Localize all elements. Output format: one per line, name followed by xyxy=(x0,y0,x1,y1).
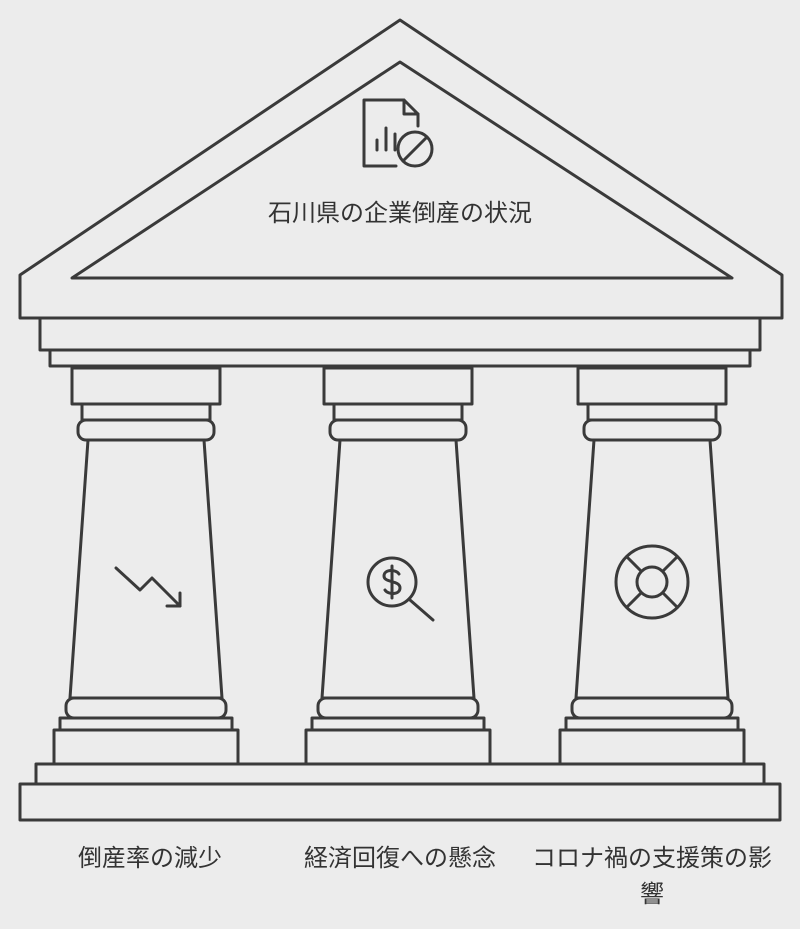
pillar-2 xyxy=(304,366,492,766)
pillar-3-label: コロナ禍の支援策の影響 xyxy=(532,844,772,908)
document-chart-blocked-icon xyxy=(362,98,434,168)
roof-inner xyxy=(70,60,734,280)
diagram-title: 石川県の企業倒産の状況 xyxy=(268,199,532,227)
pillar-3 xyxy=(558,366,746,766)
pillar-1-label: 倒産率の減少 xyxy=(78,844,222,872)
trend-down-icon xyxy=(114,566,182,608)
base-top xyxy=(34,762,766,786)
base-bottom xyxy=(18,782,782,822)
frieze xyxy=(48,348,752,368)
lifebuoy-icon xyxy=(614,544,690,620)
architrave xyxy=(38,316,762,352)
pillar-2-label: 経済回復への懸念 xyxy=(304,844,496,872)
pillar-1 xyxy=(52,366,240,766)
dollar-search-icon xyxy=(366,556,435,622)
